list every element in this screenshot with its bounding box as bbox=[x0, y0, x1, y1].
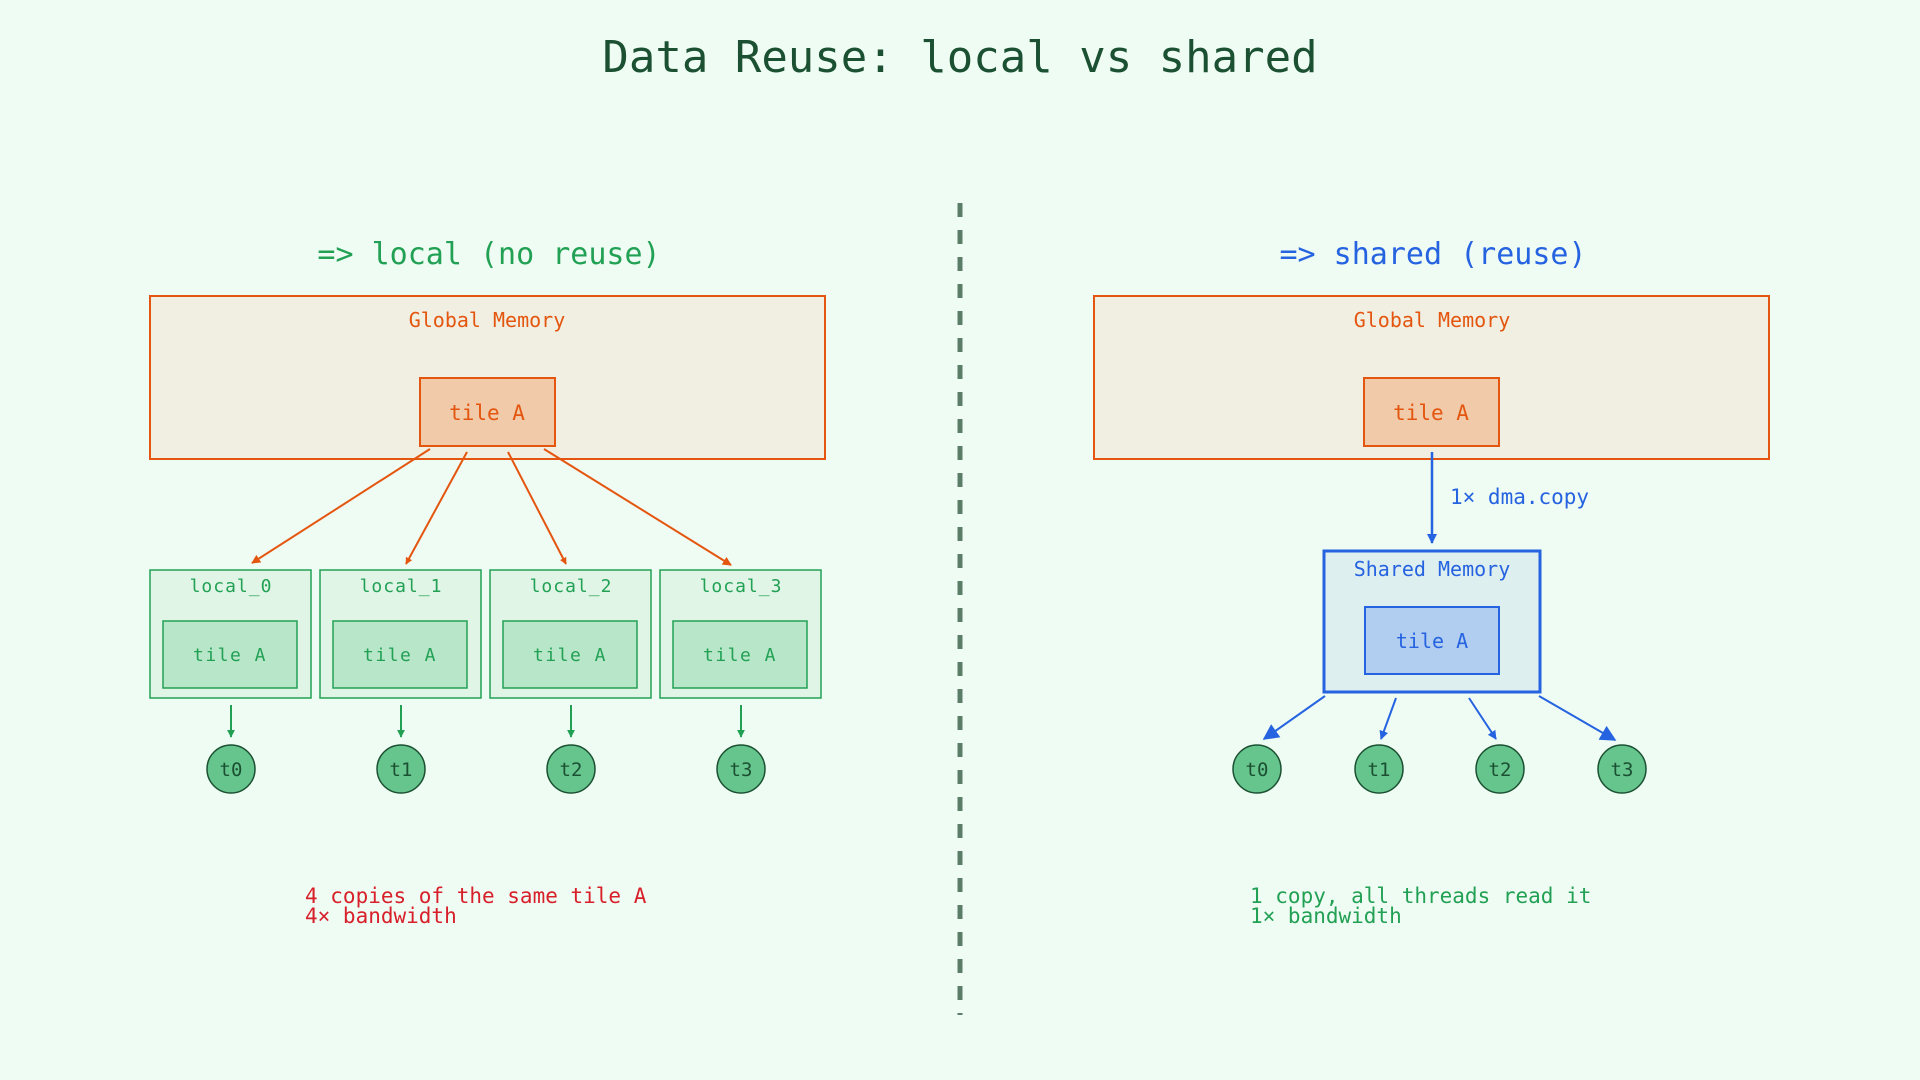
svg-text:t1: t1 bbox=[1368, 759, 1391, 781]
local-tile-1: tile A bbox=[363, 645, 437, 666]
page-title: Data Reuse: local vs shared bbox=[602, 32, 1317, 83]
arrow-global-to-local-3 bbox=[543, 448, 732, 566]
left-tile-a-box bbox=[419, 377, 556, 447]
shared-memory-label: Shared Memory bbox=[1354, 557, 1511, 581]
svg-text:t3: t3 bbox=[730, 759, 753, 781]
right-thread-t0: t0 bbox=[1232, 744, 1282, 794]
arrow-shared-to-t0 bbox=[1262, 695, 1326, 740]
local-box-1: local_1 tile A bbox=[319, 569, 482, 699]
local-tile-2: tile A bbox=[533, 645, 607, 666]
arrow-global-to-local-1 bbox=[405, 451, 468, 565]
right-thread-t2: t2 bbox=[1475, 744, 1525, 794]
dma-copy-label: 1× dma.copy bbox=[1450, 485, 1589, 509]
local-label-1: local_1 bbox=[360, 576, 443, 597]
arrow-global-to-local-0 bbox=[251, 448, 431, 564]
svg-text:t3: t3 bbox=[1611, 759, 1634, 781]
left-global-memory-label: Global Memory bbox=[409, 308, 566, 332]
local-box-2: local_2 tile A bbox=[489, 569, 652, 699]
right-thread-t1: t1 bbox=[1354, 744, 1404, 794]
local-tile-3: tile A bbox=[703, 645, 777, 666]
local-label-2: local_2 bbox=[530, 576, 613, 597]
left-panel: => local (no reuse) Global Memory tile A… bbox=[149, 237, 826, 928]
right-panel: => shared (reuse) Global Memory tile A 1… bbox=[1093, 237, 1770, 928]
right-note-line2: 1× bandwidth bbox=[1250, 904, 1402, 928]
arrow-shared-to-t1 bbox=[1379, 697, 1397, 740]
right-tile-a-box bbox=[1363, 377, 1500, 447]
left-thread-t3: t3 bbox=[716, 744, 766, 794]
svg-text:t0: t0 bbox=[1246, 759, 1269, 781]
arrow-global-to-local-2 bbox=[507, 451, 567, 565]
local-label-0: local_0 bbox=[190, 576, 273, 597]
svg-text:t0: t0 bbox=[220, 759, 243, 781]
right-note-line1: 1 copy, all threads read it bbox=[1250, 884, 1591, 908]
right-thread-t3: t3 bbox=[1597, 744, 1647, 794]
svg-text:t1: t1 bbox=[390, 759, 413, 781]
left-thread-t0: t0 bbox=[206, 744, 256, 794]
shared-tile-a-box bbox=[1364, 606, 1500, 675]
svg-text:t2: t2 bbox=[1489, 759, 1512, 781]
right-tile-a-label: tile A bbox=[1393, 401, 1469, 425]
left-note-line1: 4 copies of the same tile A bbox=[305, 884, 647, 908]
right-global-memory-label: Global Memory bbox=[1354, 308, 1511, 332]
right-heading: => shared (reuse) bbox=[1279, 237, 1586, 272]
left-heading: => local (no reuse) bbox=[317, 237, 660, 272]
local-box-3: local_3 tile A bbox=[659, 569, 822, 699]
left-note-line2: 4× bandwidth bbox=[305, 904, 457, 928]
left-thread-t1: t1 bbox=[376, 744, 426, 794]
arrow-shared-to-t2 bbox=[1468, 697, 1497, 740]
local-label-3: local_3 bbox=[700, 576, 783, 597]
shared-tile-a-label: tile A bbox=[1396, 629, 1468, 653]
left-tile-a-label: tile A bbox=[449, 401, 525, 425]
svg-text:t2: t2 bbox=[560, 759, 583, 781]
local-box-0: local_0 tile A bbox=[149, 569, 312, 699]
arrow-shared-to-t3 bbox=[1538, 695, 1617, 741]
left-thread-t2: t2 bbox=[546, 744, 596, 794]
local-tile-0: tile A bbox=[193, 645, 267, 666]
